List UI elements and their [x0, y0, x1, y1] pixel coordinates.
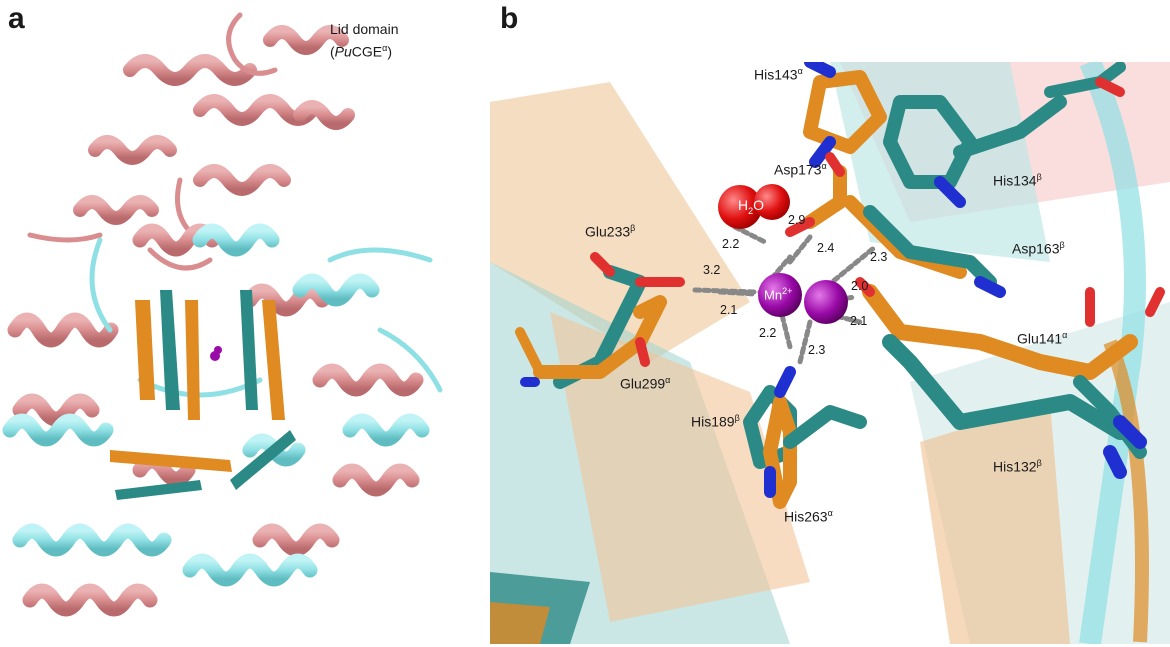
panel-b-label: b [500, 2, 519, 35]
residue-label-his134: His134β [993, 172, 1042, 189]
distance-label: 2.2 [759, 326, 777, 340]
distance-label: 2.0 [851, 279, 869, 293]
panel-a-label: a [8, 2, 25, 35]
distance-label: 2.1 [850, 314, 868, 328]
residue-label-glu299: Glu299α [620, 375, 671, 392]
lid-domain-label: Lid domain (PuCGEα) [330, 21, 399, 60]
residue-label-glu233: Glu233β [585, 223, 636, 240]
residue-label-asp173: Asp173α [774, 161, 827, 178]
distance-label: 2.1 [720, 303, 738, 317]
distance-label: 2.4 [817, 241, 835, 255]
protein-cartoon-structure [2, 12, 443, 617]
residue-label-asp163: Asp163β [1012, 240, 1065, 257]
distance-label: 2.9 [788, 213, 806, 227]
metal-ion-1 [758, 273, 802, 317]
distance-label: 2.3 [870, 250, 888, 264]
water-label: H2O [738, 197, 765, 216]
residue-label-his143: His143α [754, 66, 803, 83]
distance-label: 2.3 [808, 343, 826, 357]
lid-domain-sublabel: (PuCGEα) [330, 43, 393, 60]
residue-label-his189: His189β [691, 413, 740, 430]
distance-label: 3.2 [703, 263, 721, 277]
residue-label-his263: His263α [784, 508, 833, 525]
residue-label-his132: His132β [993, 458, 1042, 475]
residue-label-glu141: Glu141α [1017, 330, 1068, 347]
distance-label: 2.2 [722, 237, 740, 251]
active-site-closeup [490, 62, 1170, 644]
metal-ion-2 [804, 280, 848, 324]
metal-label: Mn2+ [764, 286, 793, 303]
